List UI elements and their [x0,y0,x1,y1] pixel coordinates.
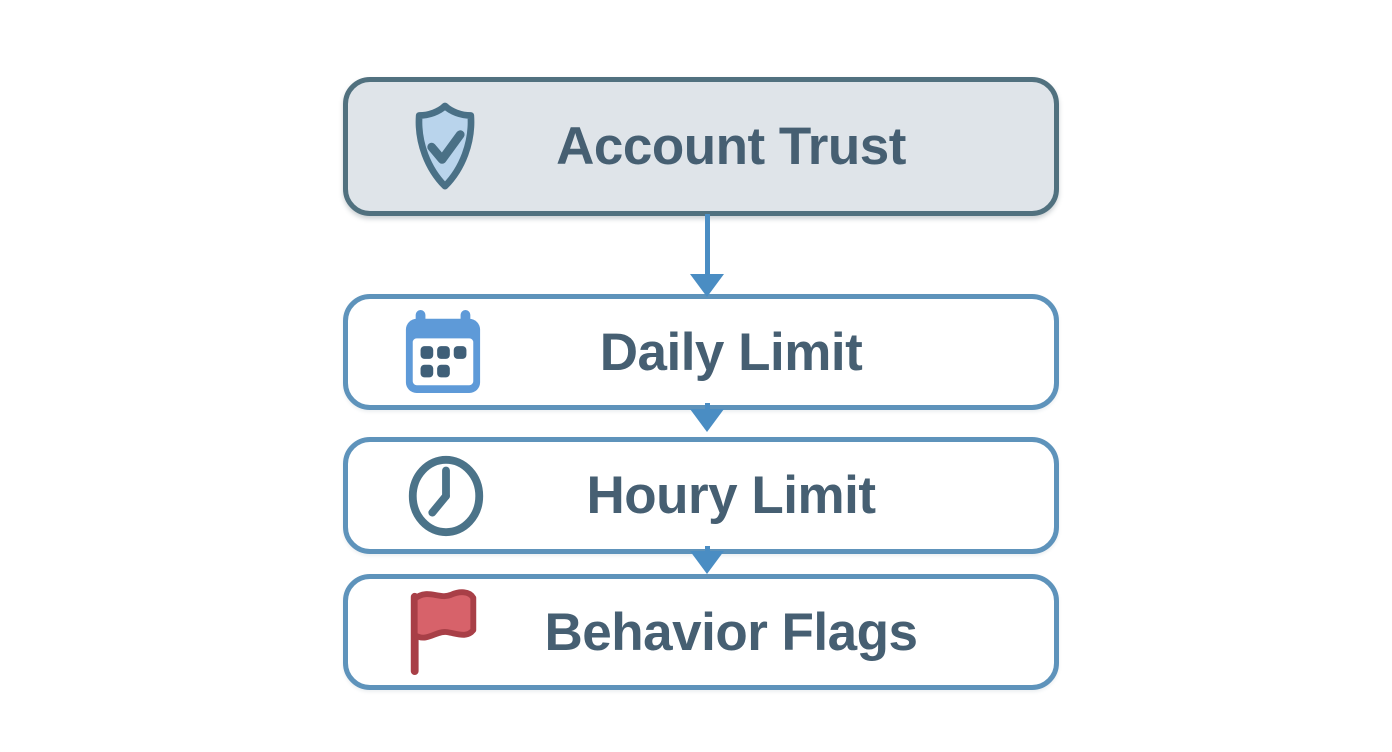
connector-arrowhead-2 [690,409,724,432]
clock-icon [402,449,490,543]
node-daily-limit: Daily Limit [343,294,1059,410]
red-flag-icon [402,583,486,681]
connector-arrowhead-3 [690,551,724,574]
node-behavior-flags: Behavior Flags [343,574,1059,690]
node-account-trust: Account Trust [343,77,1059,216]
node-label-houry-limit: Houry Limit [586,466,876,525]
shield-check-icon [402,98,488,196]
connector-arrowhead-1 [690,274,724,297]
node-houry-limit: Houry Limit [343,437,1059,554]
node-label-account-trust: Account Trust [556,117,906,176]
connector-line-1 [705,214,710,278]
node-label-daily-limit: Daily Limit [599,322,863,382]
calendar-icon [402,308,484,396]
node-label-behavior-flags: Behavior Flags [544,602,918,662]
